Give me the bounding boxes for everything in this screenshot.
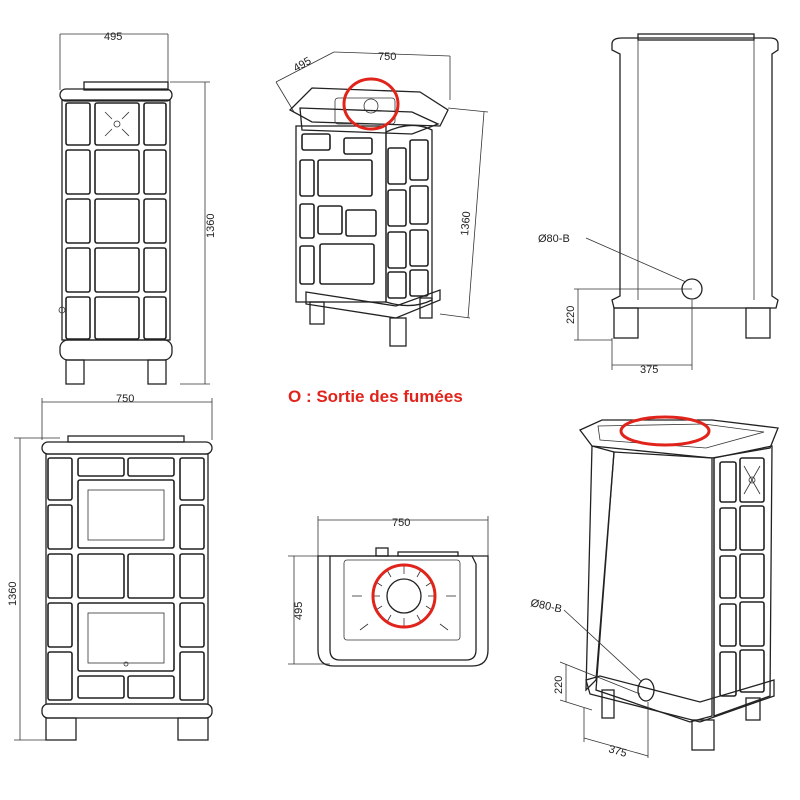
iso-width-label: 750 [378,51,396,63]
rear-iso-pipe-offset-label: 375 [607,743,628,760]
smoke-outlet-marker [342,77,400,131]
decor-tile-icon [104,111,130,137]
rear-pipe-label: Ø80-B [538,233,570,245]
rear-pipe-offset-label: 375 [640,364,658,376]
side-view: 495 1360 [58,31,217,385]
front-view: 750 1360 [7,393,213,741]
rear-iso-decor-tile-icon [743,465,761,495]
rear-iso-pipe-label: Ø80-B [529,597,563,615]
top-view: 750 495 [288,516,489,667]
rear-view: Ø80-B 220 375 [538,33,779,376]
legend-smoke-outlet: O : Sortie des fumées [288,387,463,406]
iso-view: 495 750 1360 [275,51,489,347]
rear-iso-pipe-height-label: 220 [553,676,565,694]
rear-iso-flue-pipe [637,678,655,702]
front-width-label: 750 [116,393,134,405]
rear-iso-view: Ø80-B 220 375 [529,415,779,760]
rear-iso-smoke-outlet-marker [619,415,711,447]
top-flue-opening [386,578,422,614]
side-width-label: 495 [104,31,122,43]
rear-pipe-height-label: 220 [565,306,577,324]
side-height-label: 1360 [205,214,217,238]
iso-depth-label: 495 [292,55,314,75]
grate-slots [352,566,456,631]
top-depth-label: 495 [293,602,305,620]
top-width-label: 750 [392,517,410,529]
iso-height-label: 1360 [459,211,473,236]
top-smoke-outlet-marker [371,563,437,629]
front-height-label: 1360 [7,582,19,606]
